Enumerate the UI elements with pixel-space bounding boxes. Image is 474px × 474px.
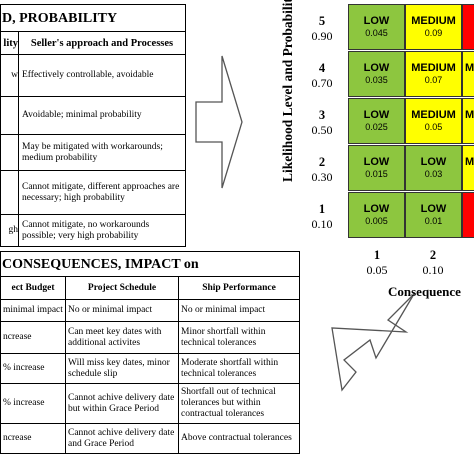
risk-rating: LOW <box>363 109 390 121</box>
performance-cell: Shortfall out of technical tolerances bu… <box>178 383 300 424</box>
risk-score: 0.005 <box>365 216 388 226</box>
budget-cell: % increase <box>0 353 66 384</box>
risk-rating: M <box>465 156 474 168</box>
risk-cell: M <box>462 51 474 97</box>
risk-score: 0.05 <box>424 122 443 132</box>
performance-cell: Minor shortfall within technical toleran… <box>178 321 300 354</box>
probability-level-header: lity <box>0 31 19 55</box>
risk-score: 0.03 <box>424 169 443 179</box>
consequence-table: CONSEQUENCES, IMPACT on ect Budget Proje… <box>0 251 300 454</box>
schedule-cell: No or minimal impact <box>65 299 179 322</box>
diagonal-arrow-icon <box>331 293 415 392</box>
risk-score: 0.01 <box>424 216 443 226</box>
probability-table: D, PROBABILITY lity Seller's approach an… <box>0 4 186 247</box>
risk-score: 0.09 <box>424 28 443 38</box>
schedule-cell: Cannot achive delivery date but within G… <box>65 383 179 424</box>
risk-cell: M <box>462 145 474 191</box>
risk-score: 0.07 <box>424 75 443 85</box>
probability-level <box>0 134 19 171</box>
y-axis-title: Likelihood Level and Probability <box>280 0 295 182</box>
risk-rating: LOW <box>363 156 390 168</box>
risk-rating: LOW <box>420 156 447 168</box>
risk-rating: M <box>465 62 474 74</box>
probability-description: May be mitigated with workarounds; mediu… <box>18 134 186 171</box>
risk-rating: M <box>465 109 474 121</box>
risk-score: 0.045 <box>365 28 388 38</box>
budget-cell: ncrease <box>0 423 66 454</box>
probability-description: Effectively controllable, avoidable <box>18 54 186 97</box>
performance-cell: No or minimal impact <box>178 299 300 322</box>
risk-rating: LOW <box>420 203 447 215</box>
probability-level <box>0 170 19 215</box>
budget-cell: minimal impact <box>0 299 66 322</box>
performance-cell: Moderate shortfall within technical tole… <box>178 353 300 384</box>
project-budget-header: ect Budget <box>0 276 66 300</box>
right-arrow-icon <box>195 55 243 189</box>
schedule-cell: Cannot achive delivery date and Grace Pe… <box>65 423 179 454</box>
x-axis-title: Consequence <box>388 284 461 299</box>
risk-rating: LOW <box>363 15 390 27</box>
project-schedule-header: Project Schedule <box>65 276 179 300</box>
schedule-cell: Will miss key dates, minor schedule slip <box>65 353 179 384</box>
risk-rating: MEDIUM <box>411 15 456 27</box>
risk-cell <box>462 192 474 238</box>
probability-table-title: D, PROBABILITY <box>0 4 186 32</box>
ship-performance-header: Ship Performance <box>178 276 300 300</box>
risk-cell <box>462 4 474 50</box>
risk-rating: LOW <box>363 203 390 215</box>
risk-score: 0.035 <box>365 75 388 85</box>
risk-cell: M <box>462 98 474 144</box>
probability-description: Cannot mitigate, no workarounds possible… <box>18 214 186 247</box>
consequence-table-title: CONSEQUENCES, IMPACT on <box>0 251 300 277</box>
budget-cell: % increase <box>0 383 66 424</box>
schedule-cell: Can meet key dates with additional activ… <box>65 321 179 354</box>
performance-cell: Above contractual tolerances <box>178 423 300 454</box>
probability-description: Avoidable; minimal probability <box>18 96 186 135</box>
risk-score: 0.015 <box>365 169 388 179</box>
risk-score: 0.025 <box>365 122 388 132</box>
budget-cell: ncrease <box>0 321 66 354</box>
risk-rating: MEDIUM <box>411 109 456 121</box>
probability-level: gh <box>0 214 19 247</box>
risk-rating: MEDIUM <box>411 62 456 74</box>
seller-approach-header: Seller's approach and Processes <box>18 31 186 55</box>
probability-description: Cannot mitigate, different approaches ar… <box>18 170 186 215</box>
probability-level <box>0 96 19 135</box>
probability-level: w <box>0 54 19 97</box>
risk-rating: LOW <box>363 62 390 74</box>
